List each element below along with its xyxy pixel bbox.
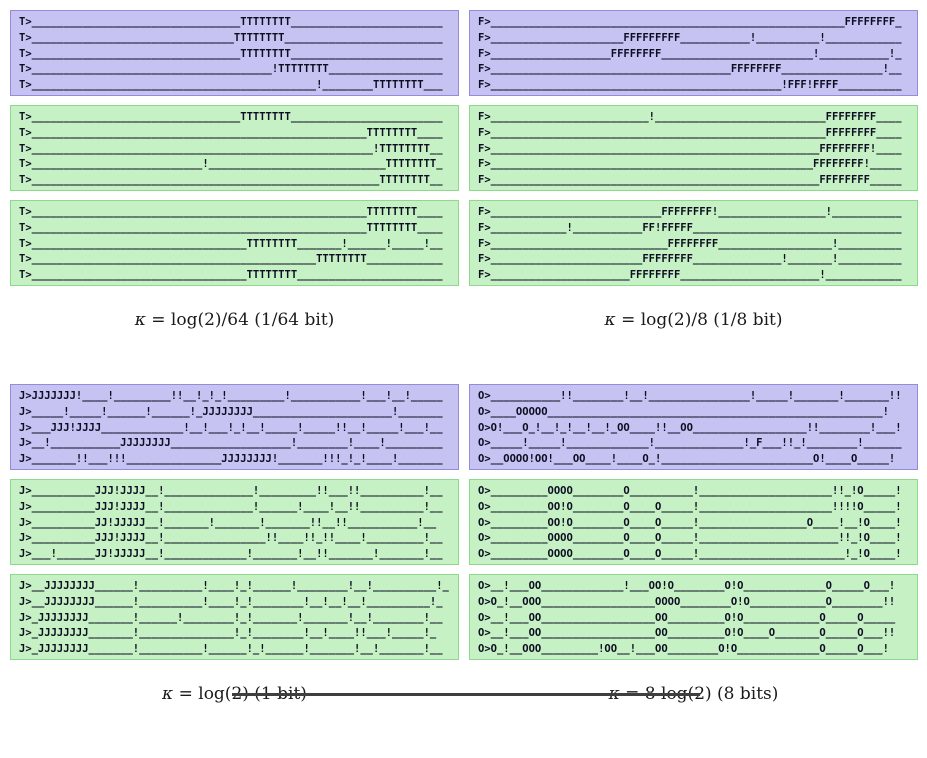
tape-line: J>__!___________JJJJJJJJ________________… [19, 437, 443, 450]
tape-line: O>O!___O_!__!_!__!__!_OO____!!__OO______… [478, 421, 902, 434]
tape-panel-green-1: J>__________JJJ!JJJJ__!______________!__… [10, 479, 459, 565]
tape-line: T>______________________________________… [19, 63, 443, 76]
tape-line: T>______________________________________… [19, 126, 443, 139]
tape-line: J>_____!_____!______!______!_JJJJJJJJ___… [19, 405, 443, 418]
tape-line: J>___!______JJ!JJJJJ__!_____________!___… [19, 548, 443, 561]
caption-text: = log(2)/64 (1/64 bit) [145, 310, 335, 330]
caption-kappa-1-8: κ = log(2)/8 (1/8 bit) [469, 309, 918, 332]
tape-panel-green-1: O>_________OOOO________O__________!_____… [469, 479, 918, 565]
quadrant-grid: T>_________________________________TTTTT… [10, 10, 918, 758]
tape-line: O>O_!__OOO_________!OO__!___OO________O!… [478, 643, 889, 656]
tape-line: T>______________________________________… [19, 253, 443, 266]
tape-line: T>________________________________TTTTTT… [19, 31, 443, 44]
quadrant-kappa-1: J>JJJJJJJ!____!_________!!__!_!_!_______… [10, 384, 459, 758]
tape-line: F>_________________________!____________… [478, 111, 902, 123]
tape-line: O>_________OOOO________O____O_____!_____… [478, 532, 902, 545]
kappa-symbol: κ [134, 310, 146, 330]
quadrant-kappa-8: O>___________!!________!__!_____________… [469, 384, 918, 758]
tape-line: T>______________________________________… [19, 79, 443, 92]
tape-line: T>_________________________________TTTTT… [19, 16, 443, 28]
tape-line: F>______________________________________… [478, 63, 902, 76]
tape-panel-purple: T>_________________________________TTTTT… [10, 10, 459, 96]
tape-panel-green-2: F>___________________________FFFFFFFF!__… [469, 200, 918, 286]
tape-line: F>______________________________________… [478, 16, 902, 28]
tape-line: T>______________________________________… [19, 142, 443, 155]
tape-line: F>______________________________________… [478, 158, 902, 171]
quadrant-kappa-1-64: T>_________________________________TTTTT… [10, 10, 459, 384]
tape-panel-green-1: F>_________________________!____________… [469, 105, 918, 191]
tape-line: T>__________________________________TTTT… [19, 269, 443, 282]
tape-line: O>____OOOOO_____________________________… [478, 405, 889, 418]
tape-line: J>__________JJJ!JJJJ__!______________!__… [19, 485, 443, 497]
tape-line: T>__________________________________TTTT… [19, 237, 443, 250]
tape-panel-green-1: T>_________________________________TTTTT… [10, 105, 459, 191]
tape-line: O>__!___OO_____________!___OO!O________O… [478, 580, 896, 592]
bottom-edge-artifact [232, 693, 700, 696]
tape-line: T>______________________________________… [19, 206, 443, 218]
tape-line: T>_________________________________TTTTT… [19, 47, 443, 60]
tape-line: J>_______!!___!!!_______________JJJJJJJJ… [19, 453, 443, 466]
tape-line: T>___________________________!__________… [19, 158, 443, 171]
tape-line: T>______________________________________… [19, 221, 443, 234]
kappa-symbol: κ [604, 310, 616, 330]
tape-line: F>______________________________________… [478, 126, 902, 139]
tape-line: O>_________OO!O________O____O_____!_____… [478, 516, 902, 529]
tape-line: O>__!___OO__________________OO_________O… [478, 611, 896, 624]
tape-line: F>______________________________________… [478, 79, 902, 92]
tape-line: O>_________OOOO________O__________!_____… [478, 485, 902, 497]
tape-panel-green-2: T>______________________________________… [10, 200, 459, 286]
tape-line: J>__JJJJJJJJ______!__________!____!_!___… [19, 580, 449, 592]
tape-line: T>_________________________________TTTTT… [19, 111, 443, 123]
tape-line: F>________________________FFFFFFFF______… [478, 253, 902, 266]
tape-line: O>__!___OO__________________OO_________O… [478, 627, 896, 640]
tape-line: O>_________OO!O________O____O_____!_____… [478, 500, 902, 513]
tape-line: F>______________________________________… [478, 142, 902, 155]
tape-line: O>_________OOOO________O____O_____!_____… [478, 548, 902, 561]
tape-panel-purple: O>___________!!________!__!_____________… [469, 384, 918, 470]
quadrant-kappa-1-8: F>______________________________________… [469, 10, 918, 384]
tape-line: F>____________!___________FF!FFFFF______… [478, 221, 902, 234]
tape-line: J>__________JJJ!JJJJ__!________________!… [19, 532, 443, 545]
tape-line: F>______________________FFFFFFFF________… [478, 269, 902, 282]
kappa-symbol: κ [162, 684, 174, 704]
tape-line: F>___________________________FFFFFFFF!__… [478, 206, 902, 218]
tape-line: J>__________JJJ!JJJJ__!______________!__… [19, 500, 443, 513]
tape-line: J>_JJJJJJJJ_______!__________!______!_!_… [19, 643, 443, 656]
tape-line: F>______________________________________… [478, 174, 902, 187]
tape-panel-green-2: J>__JJJJJJJJ______!__________!____!_!___… [10, 574, 459, 660]
tape-line: J>__JJJJJJJJ______!__________!____!_!___… [19, 595, 443, 608]
tape-line: O>_____!_____!_____________!____________… [478, 437, 902, 450]
tape-line: J>_JJJJJJJJ_______!______!________!_!___… [19, 611, 443, 624]
tape-line: J>JJJJJJJ!____!_________!!__!_!_!_______… [19, 390, 443, 402]
tape-panel-purple: F>______________________________________… [469, 10, 918, 96]
tape-line: J>__________JJ!JJJJJ__!_______!_______!_… [19, 516, 437, 529]
tape-line: F>___________________FFFFFFFF___________… [478, 47, 902, 60]
tape-line: O>O_!__OOO__________________OOOO________… [478, 595, 896, 608]
tape-line: F>_____________________FFFFFFFFF________… [478, 31, 902, 44]
caption-text: = log(2)/8 (1/8 bit) [615, 310, 783, 330]
tape-line: O>__OOOO!OO!___OO____!____O_!___________… [478, 453, 896, 466]
tape-line: J>_JJJJJJJJ_______!_______________!_!___… [19, 627, 437, 640]
tape-line: T>______________________________________… [19, 174, 443, 187]
tape-panel-green-2: O>__!___OO_____________!___OO!O________O… [469, 574, 918, 660]
tape-line: J>___JJJ!JJJJ_____________!__!___!_!__!_… [19, 421, 443, 434]
tape-line: F>____________________________FFFFFFFF__… [478, 237, 902, 250]
caption-kappa-1-64: κ = log(2)/64 (1/64 bit) [10, 309, 459, 332]
tape-line: O>___________!!________!__!_____________… [478, 390, 902, 402]
figure: T>_________________________________TTTTT… [10, 10, 918, 758]
tape-panel-purple: J>JJJJJJJ!____!_________!!__!_!_!_______… [10, 384, 459, 470]
